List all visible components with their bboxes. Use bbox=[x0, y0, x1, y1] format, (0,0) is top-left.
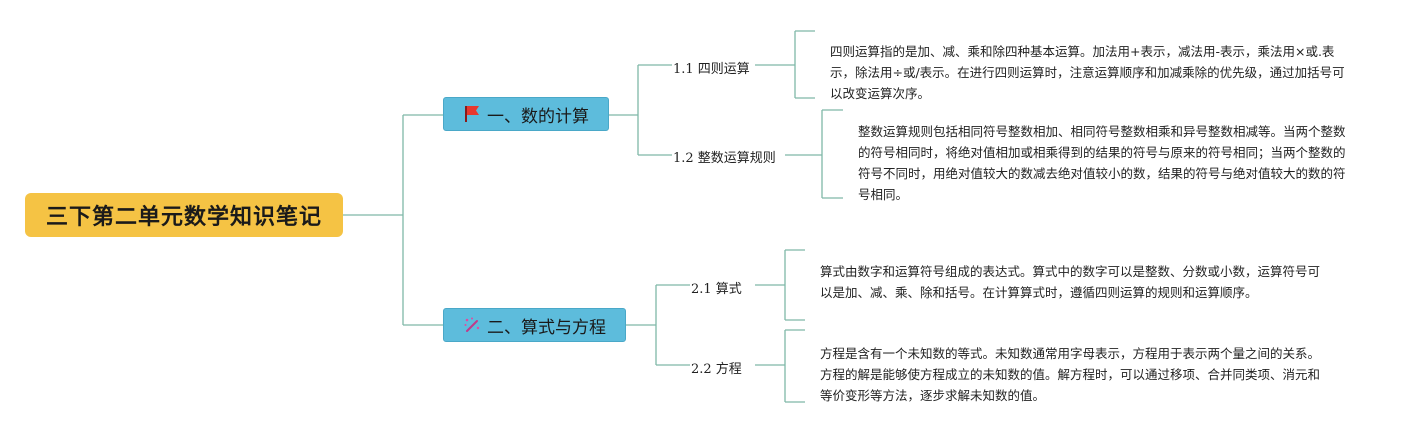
root-connector bbox=[343, 114, 443, 326]
branch-label: 二、算式与方程 bbox=[487, 317, 606, 338]
note-expressions: 算式由数字和运算符号组成的表达式。算式中的数字可以是整数、分数或小数，运算符号可… bbox=[820, 264, 1321, 300]
note22-connector bbox=[755, 329, 805, 403]
red-flag-icon bbox=[463, 105, 481, 123]
branch-expressions-equations[interactable]: 二、算式与方程 bbox=[443, 308, 626, 342]
branch-label: 一、数的计算 bbox=[487, 106, 589, 127]
note-integer-rules: 整数运算规则包括相同符号整数相加、相同符号整数相乘和异号整数相减等。当两个整数的… bbox=[858, 124, 1346, 202]
subtopic-integer-rules[interactable]: 1.2 整数运算规则 bbox=[673, 151, 776, 166]
branch-number-calculation[interactable]: 一、数的计算 bbox=[443, 97, 609, 131]
note11-connector bbox=[755, 30, 815, 99]
branch2-connector bbox=[626, 284, 690, 366]
note21-connector bbox=[755, 249, 805, 321]
magic-wand-icon bbox=[463, 316, 481, 334]
note12-connector bbox=[785, 109, 843, 199]
root-topic-label: 三下第二单元数学知识笔记 bbox=[45, 205, 322, 230]
root-topic[interactable]: 三下第二单元数学知识笔记 bbox=[25, 193, 343, 237]
note-equations: 方程是含有一个未知数的等式。未知数通常用字母表示，方程用于表示两个量之间的关系。… bbox=[820, 346, 1321, 403]
subtopic-equations[interactable]: 2.2 方程 bbox=[691, 362, 742, 377]
note-arithmetic: 四则运算指的是加、减、乘和除四种基本运算。加法用+表示，减法用-表示，乘法用×或… bbox=[830, 44, 1345, 101]
branch1-connector bbox=[609, 64, 672, 156]
subtopic-arithmetic[interactable]: 1.1 四则运算 bbox=[673, 62, 750, 77]
subtopic-expressions[interactable]: 2.1 算式 bbox=[691, 282, 742, 297]
